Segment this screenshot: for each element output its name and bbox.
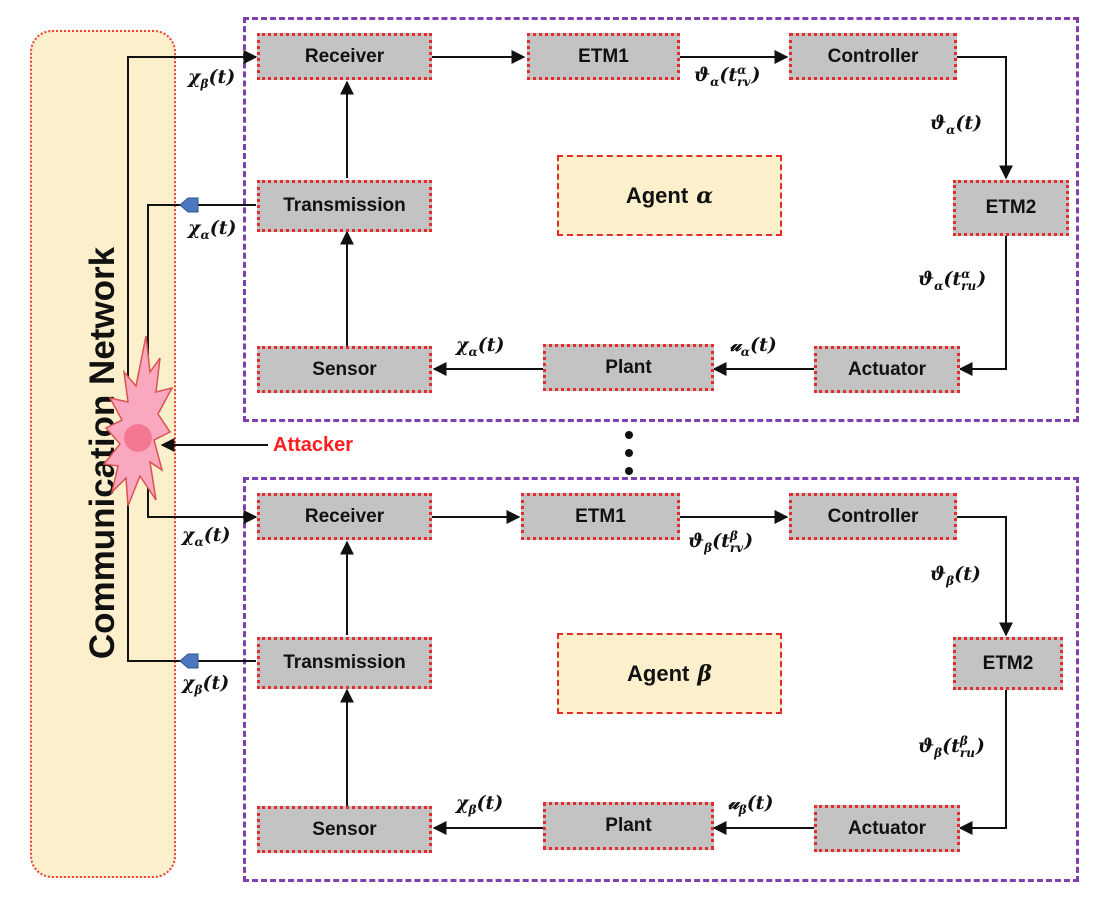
alpha-signal-sens-in: χα(t) xyxy=(456,334,505,359)
beta-actuator-block: Actuator xyxy=(814,805,960,852)
beta-signal-ctrl-out: ϑβ(t) xyxy=(930,563,981,588)
alpha-wire-etm2-to-actuator xyxy=(958,236,1007,376)
alpha-sensor-label: Sensor xyxy=(312,358,377,380)
agent-beta-title: Agent xyxy=(627,660,690,686)
alpha-sensor-block: Sensor xyxy=(257,346,432,393)
alpha-transmission-label: Transmission xyxy=(283,195,406,216)
alpha-etm1-label: ETM1 xyxy=(578,45,629,67)
beta-wire-controller-to-etm2 xyxy=(957,516,1013,637)
beta-signal-in-chi: χα(t) xyxy=(182,524,231,549)
alpha-controller-label: Controller xyxy=(827,45,919,67)
beta-etm2-block: ETM2 xyxy=(953,637,1063,690)
alpha-wire-network-return xyxy=(147,204,186,410)
alpha-transmission-block: Transmission xyxy=(257,180,432,232)
beta-receiver-label: Receiver xyxy=(304,505,385,527)
beta-controller-label: Controller xyxy=(827,505,919,527)
beta-etm1-block: ETM1 xyxy=(521,493,680,540)
beta-plant-block: Plant xyxy=(543,802,714,850)
beta-signal-sens-in: χβ(t) xyxy=(456,792,504,817)
agent-alpha-title: Agent xyxy=(625,182,689,208)
alpha-receiver-block: Receiver xyxy=(257,33,432,80)
alpha-actuator-label: Actuator xyxy=(847,358,927,380)
alpha-plant-block: Plant xyxy=(543,344,714,391)
alpha-signal-out-chi: χα(t) xyxy=(188,217,237,242)
ellipsis-dot xyxy=(625,431,633,439)
alpha-receiver-label: Receiver xyxy=(304,45,385,67)
ellipsis-dot xyxy=(625,449,633,457)
ellipsis-dot xyxy=(625,467,633,475)
attacker-label: Attacker xyxy=(273,434,354,456)
alpha-etm2-block: ETM2 xyxy=(953,180,1069,236)
beta-controller-block: Controller xyxy=(789,493,957,540)
alpha-wire-controller-to-etm2 xyxy=(957,56,1013,180)
beta-sensor-label: Sensor xyxy=(312,818,377,840)
alpha-etm2-label: ETM2 xyxy=(985,197,1037,218)
alpha-etm1-block: ETM1 xyxy=(527,33,680,80)
alpha-signal-in-chi: χβ(t) xyxy=(188,66,236,91)
beta-transmission-label: Transmission xyxy=(283,652,406,673)
beta-etm1-label: ETM1 xyxy=(575,505,626,527)
beta-transmission-block: Transmission xyxy=(257,637,432,689)
beta-receiver-block: Receiver xyxy=(257,493,432,540)
beta-signal-act-in: 𝓊β(t) xyxy=(728,792,774,817)
beta-etm2-label: ETM2 xyxy=(982,652,1034,674)
agent-alpha-symbol: α xyxy=(696,182,714,209)
beta-sensor-block: Sensor xyxy=(257,806,432,853)
beta-wire-network-return xyxy=(127,455,186,662)
alpha-plant-label: Plant xyxy=(605,356,652,378)
beta-plant-label: Plant xyxy=(605,815,652,836)
blue-arrow-icon xyxy=(179,197,199,213)
beta-actuator-label: Actuator xyxy=(847,817,927,839)
alpha-wire-network-to-receiver xyxy=(127,50,258,425)
burst-icon xyxy=(102,335,174,507)
beta-signal-out-chi: χβ(t) xyxy=(182,672,230,697)
beta-wire-network-to-receiver xyxy=(147,470,258,524)
alpha-signal-ctrl-out: ϑα(t) xyxy=(930,112,983,137)
alpha-controller-block: Controller xyxy=(789,33,957,80)
agent-alpha-frame xyxy=(243,17,1079,422)
alpha-actuator-block: Actuator xyxy=(814,346,960,393)
blue-arrow-icon xyxy=(179,653,199,669)
agent-beta-frame xyxy=(243,477,1079,882)
agent-beta-symbol: β xyxy=(697,660,712,687)
alpha-signal-act-in: 𝓊α(t) xyxy=(730,334,777,359)
beta-wire-etm2-to-actuator xyxy=(958,690,1007,835)
